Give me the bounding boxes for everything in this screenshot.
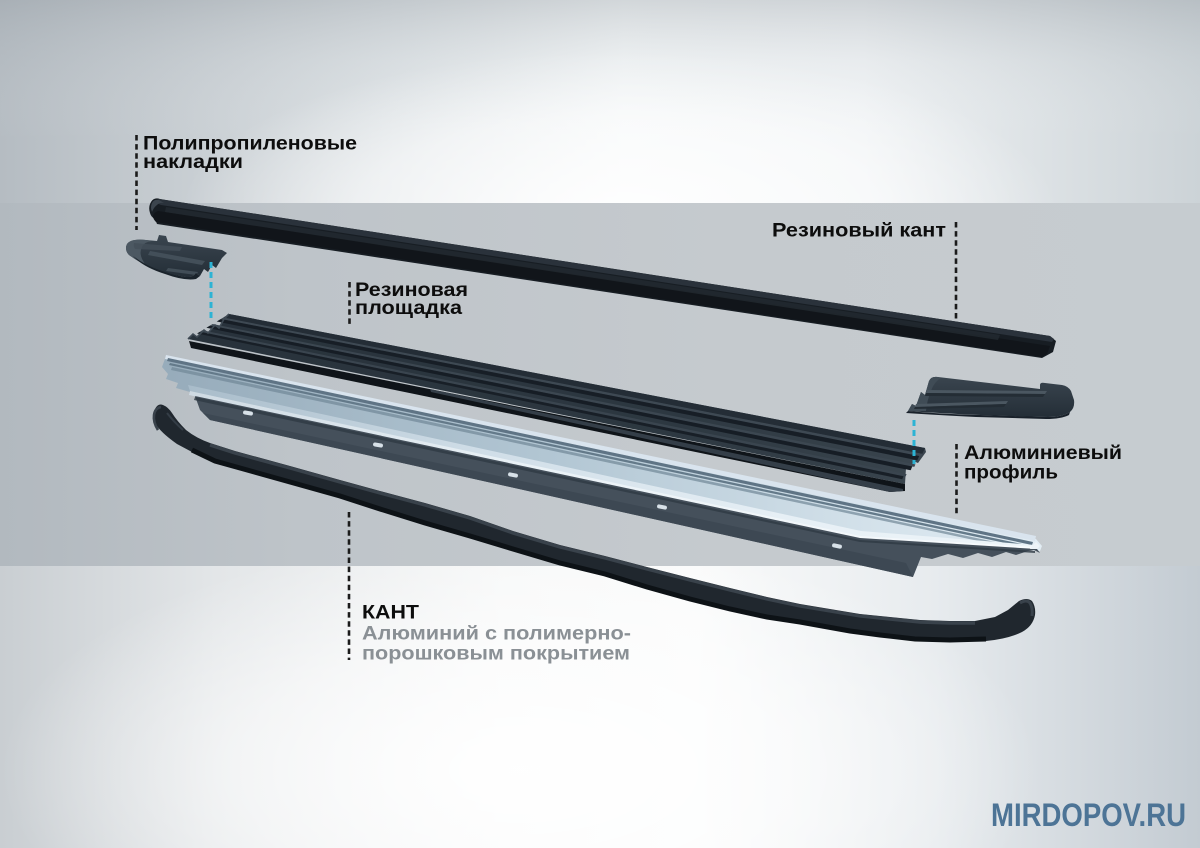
svg-text:накладки: накладки (143, 151, 243, 173)
svg-text:площадка: площадка (355, 297, 462, 319)
svg-text:Алюминиевый: Алюминиевый (964, 442, 1122, 464)
svg-text:Полипропиленовые: Полипропиленовые (143, 133, 357, 155)
svg-text:Резиновая: Резиновая (355, 279, 468, 301)
svg-text:MIRDOPOV.RU: MIRDOPOV.RU (991, 797, 1186, 833)
svg-text:порошковым покрытием: порошковым покрытием (362, 643, 630, 665)
svg-text:Резиновый кант: Резиновый кант (772, 220, 946, 242)
svg-text:Алюминий с полимерно-: Алюминий с полимерно- (362, 623, 631, 645)
svg-text:КАНТ: КАНТ (362, 602, 419, 624)
svg-text:профиль: профиль (964, 462, 1058, 484)
